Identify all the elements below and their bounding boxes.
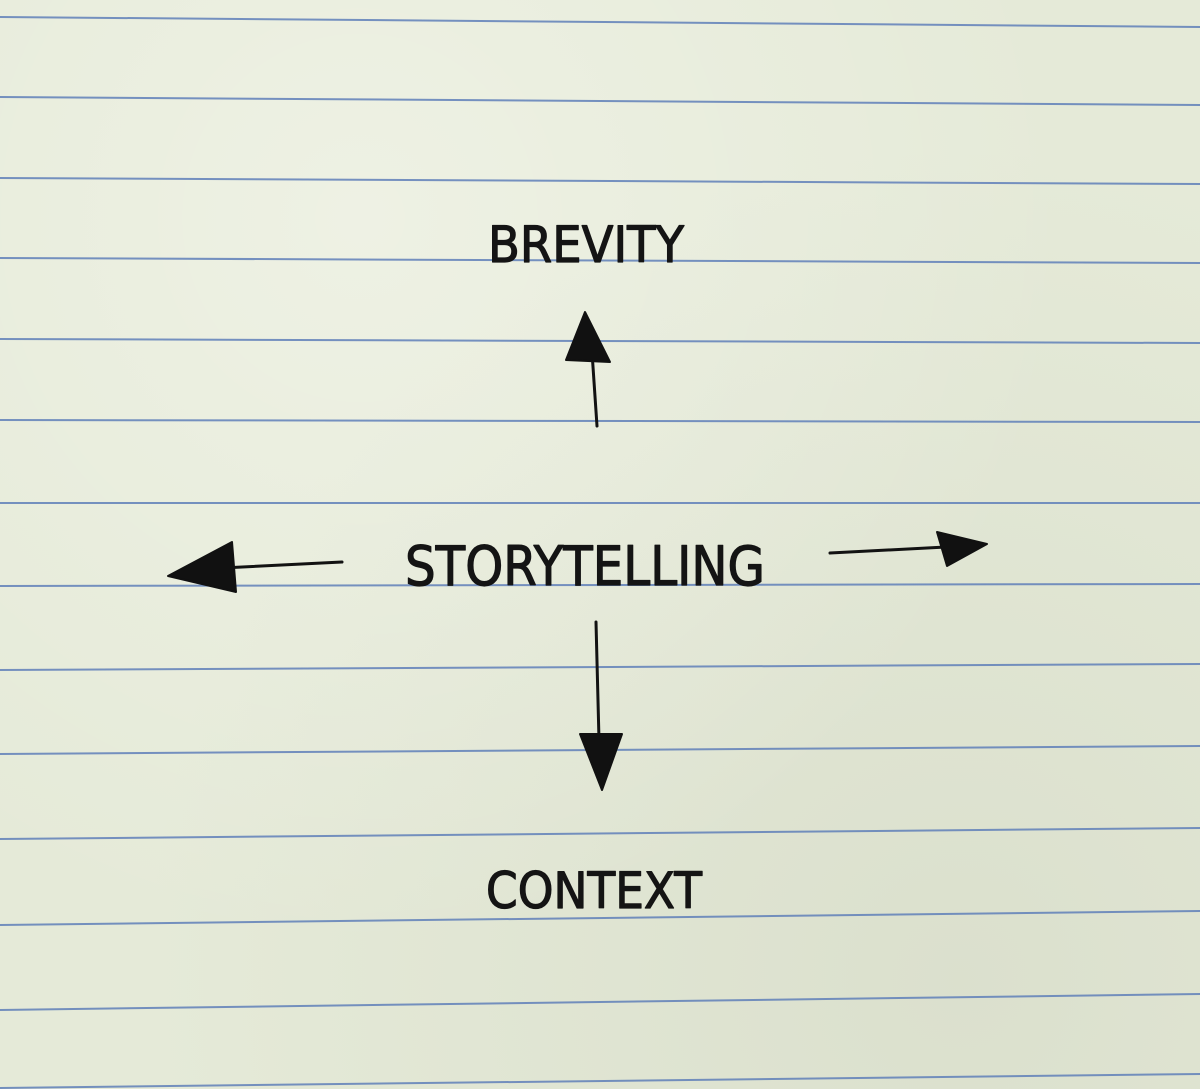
rule-line: [0, 96, 1200, 106]
rule-line: [0, 663, 1200, 671]
rule-line: [0, 993, 1200, 1011]
arrow-left-head: [167, 541, 237, 593]
arrow-down-head: [579, 733, 623, 791]
arrow-up-head: [565, 311, 611, 363]
arrow-left: [167, 541, 344, 593]
rule-line: [0, 177, 1200, 185]
arrow-left-shaft: [220, 560, 344, 570]
arrow-down-shaft: [594, 620, 601, 742]
label-bottom: CONTEXT: [486, 862, 702, 920]
rule-line: [0, 910, 1200, 926]
arrow-right: [828, 531, 988, 567]
arrow-up: [565, 311, 611, 428]
rule-line: [0, 1073, 1200, 1089]
rule-line: [0, 827, 1200, 840]
rule-line: [0, 257, 1200, 264]
arrow-down: [579, 620, 623, 791]
arrow-right-head: [936, 531, 988, 567]
rule-line: [0, 583, 1200, 587]
arrow-up-shaft: [590, 350, 599, 428]
arrow-right-shaft: [828, 545, 948, 555]
rule-line: [0, 419, 1200, 423]
label-top: BREVITY: [488, 216, 684, 274]
label-center: STORYTELLING: [405, 535, 765, 598]
rule-line: [0, 16, 1200, 28]
